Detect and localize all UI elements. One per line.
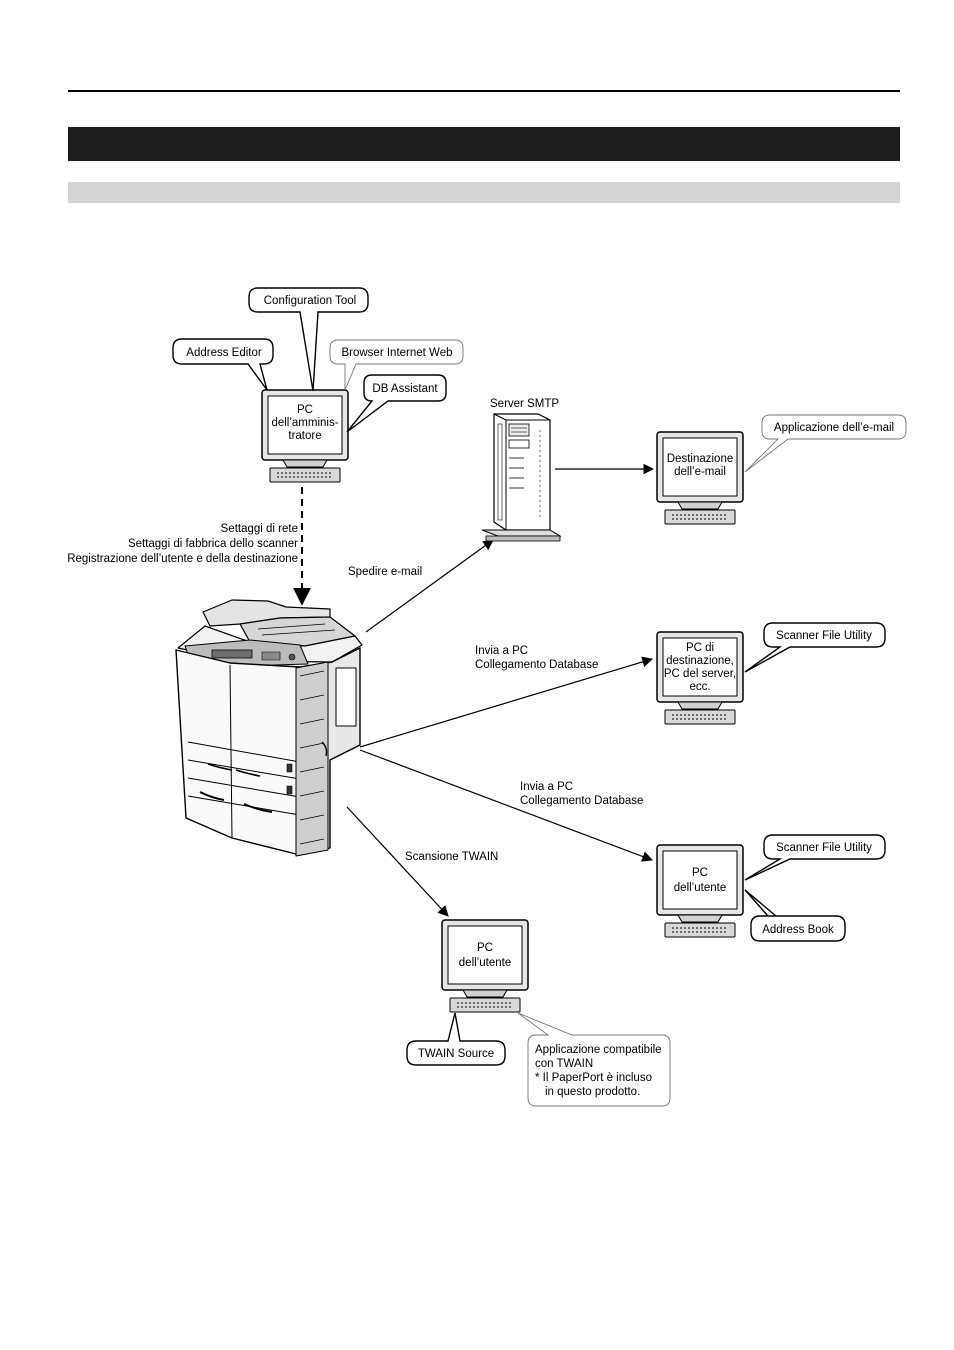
twain-app-line-3: * Il PaperPort è incluso — [535, 1072, 652, 1084]
admin-pc: PC dell’amminis- tratore — [261, 389, 349, 483]
send-pc-label-2-line-1: Invia a PC — [520, 781, 573, 793]
copier-scanner-icon — [175, 599, 363, 857]
scanner-file-utility-label-1: Scanner File Utility — [776, 630, 872, 642]
db-assistant-label: DB Assistant — [372, 383, 438, 395]
email-destination-line-1: Destinazione — [667, 453, 733, 465]
admin-pc-line-2: dell’amminis- — [271, 417, 338, 429]
twain-app-line-2: con TWAIN — [535, 1058, 593, 1070]
send-pc-arrow-1 — [359, 656, 654, 748]
user-pc-right-line-1: PC — [692, 867, 708, 879]
send-pc-label-1: Invia a PC Collegamento Database — [475, 645, 598, 671]
smtp-server: Server SMTP — [481, 398, 562, 542]
settings-label-line-3: Registrazione dell’utente e della destin… — [67, 553, 298, 565]
twain-app-line-1: Applicazione compatibile — [535, 1044, 662, 1056]
db-assistant-callout: DB Assistant — [346, 374, 447, 433]
destination-server-line-1: PC di — [686, 642, 714, 654]
destination-server-line-2: destinazione, — [666, 655, 734, 667]
address-editor-label: Address Editor — [186, 347, 262, 359]
top-rule — [68, 90, 900, 92]
twain-scan-label: Scansione TWAIN — [405, 851, 498, 863]
browser-callout: Browser Internet Web — [329, 339, 464, 391]
send-email-label: Spedire e-mail — [348, 566, 422, 578]
scanner-file-utility-label-2: Scanner File Utility — [776, 842, 872, 854]
send-pc-label-1-line-1: Invia a PC — [475, 645, 528, 657]
smtp-server-label: Server SMTP — [490, 398, 559, 410]
user-pc-bottom: PC dell’utente — [441, 919, 529, 1013]
settings-label: Settaggi di rete Settaggi di fabbrica de… — [67, 523, 298, 565]
email-destination-line-2: dell’e-mail — [674, 466, 726, 478]
browser-label: Browser Internet Web — [341, 347, 452, 359]
user-pc-right-line-2: dell’utente — [674, 882, 726, 894]
user-pc-bottom-line-2: dell’utente — [459, 957, 511, 969]
send-pc-label-1-line-2: Collegamento Database — [475, 659, 598, 671]
user-pc-right: PC dell’utente — [656, 844, 744, 938]
twain-source-callout: TWAIN Source — [406, 1012, 506, 1066]
scanner-file-utility-callout-2: Scanner File Utility — [744, 834, 886, 881]
send-pc-label-2: Invia a PC Collegamento Database — [520, 781, 643, 807]
admin-pc-line-3: tratore — [288, 430, 321, 442]
email-destination-pc: Destinazione dell’e-mail — [656, 431, 744, 525]
section-title-bar — [68, 127, 900, 161]
address-book-callout: Address Book — [744, 889, 846, 942]
email-app-callout: Applicazione dell’e-mail — [744, 414, 907, 473]
address-book-label: Address Book — [762, 924, 834, 936]
twain-scan-arrow — [346, 806, 449, 917]
destination-server-pc: PC di destinazione, PC del server, ecc. — [656, 631, 744, 725]
destination-server-line-4: ecc. — [689, 681, 710, 693]
send-email-arrow — [365, 539, 494, 633]
section-subtitle-bar — [68, 182, 900, 203]
destination-server-line-3: PC del server, — [664, 668, 736, 680]
admin-pc-line-1: PC — [297, 404, 313, 416]
scanner-file-utility-callout-1: Scanner File Utility — [744, 622, 886, 673]
configuration-tool-callout: Configuration Tool — [248, 287, 369, 392]
settings-label-line-2: Settaggi di fabbrica dello scanner — [128, 538, 298, 550]
settings-label-line-1: Settaggi di rete — [221, 523, 298, 535]
twain-app-line-4: in questo prodotto. — [545, 1086, 640, 1098]
configuration-tool-label: Configuration Tool — [264, 295, 357, 307]
user-pc-bottom-line-1: PC — [477, 942, 493, 954]
send-pc-label-2-line-2: Collegamento Database — [520, 795, 643, 807]
email-app-label: Applicazione dell’e-mail — [774, 422, 894, 434]
twain-source-label: TWAIN Source — [418, 1048, 494, 1060]
address-editor-callout: Address Editor — [172, 338, 274, 391]
twain-app-callout: Applicazione compatibile con TWAIN * Il … — [517, 1012, 671, 1107]
send-pc-arrow-2 — [359, 749, 654, 862]
